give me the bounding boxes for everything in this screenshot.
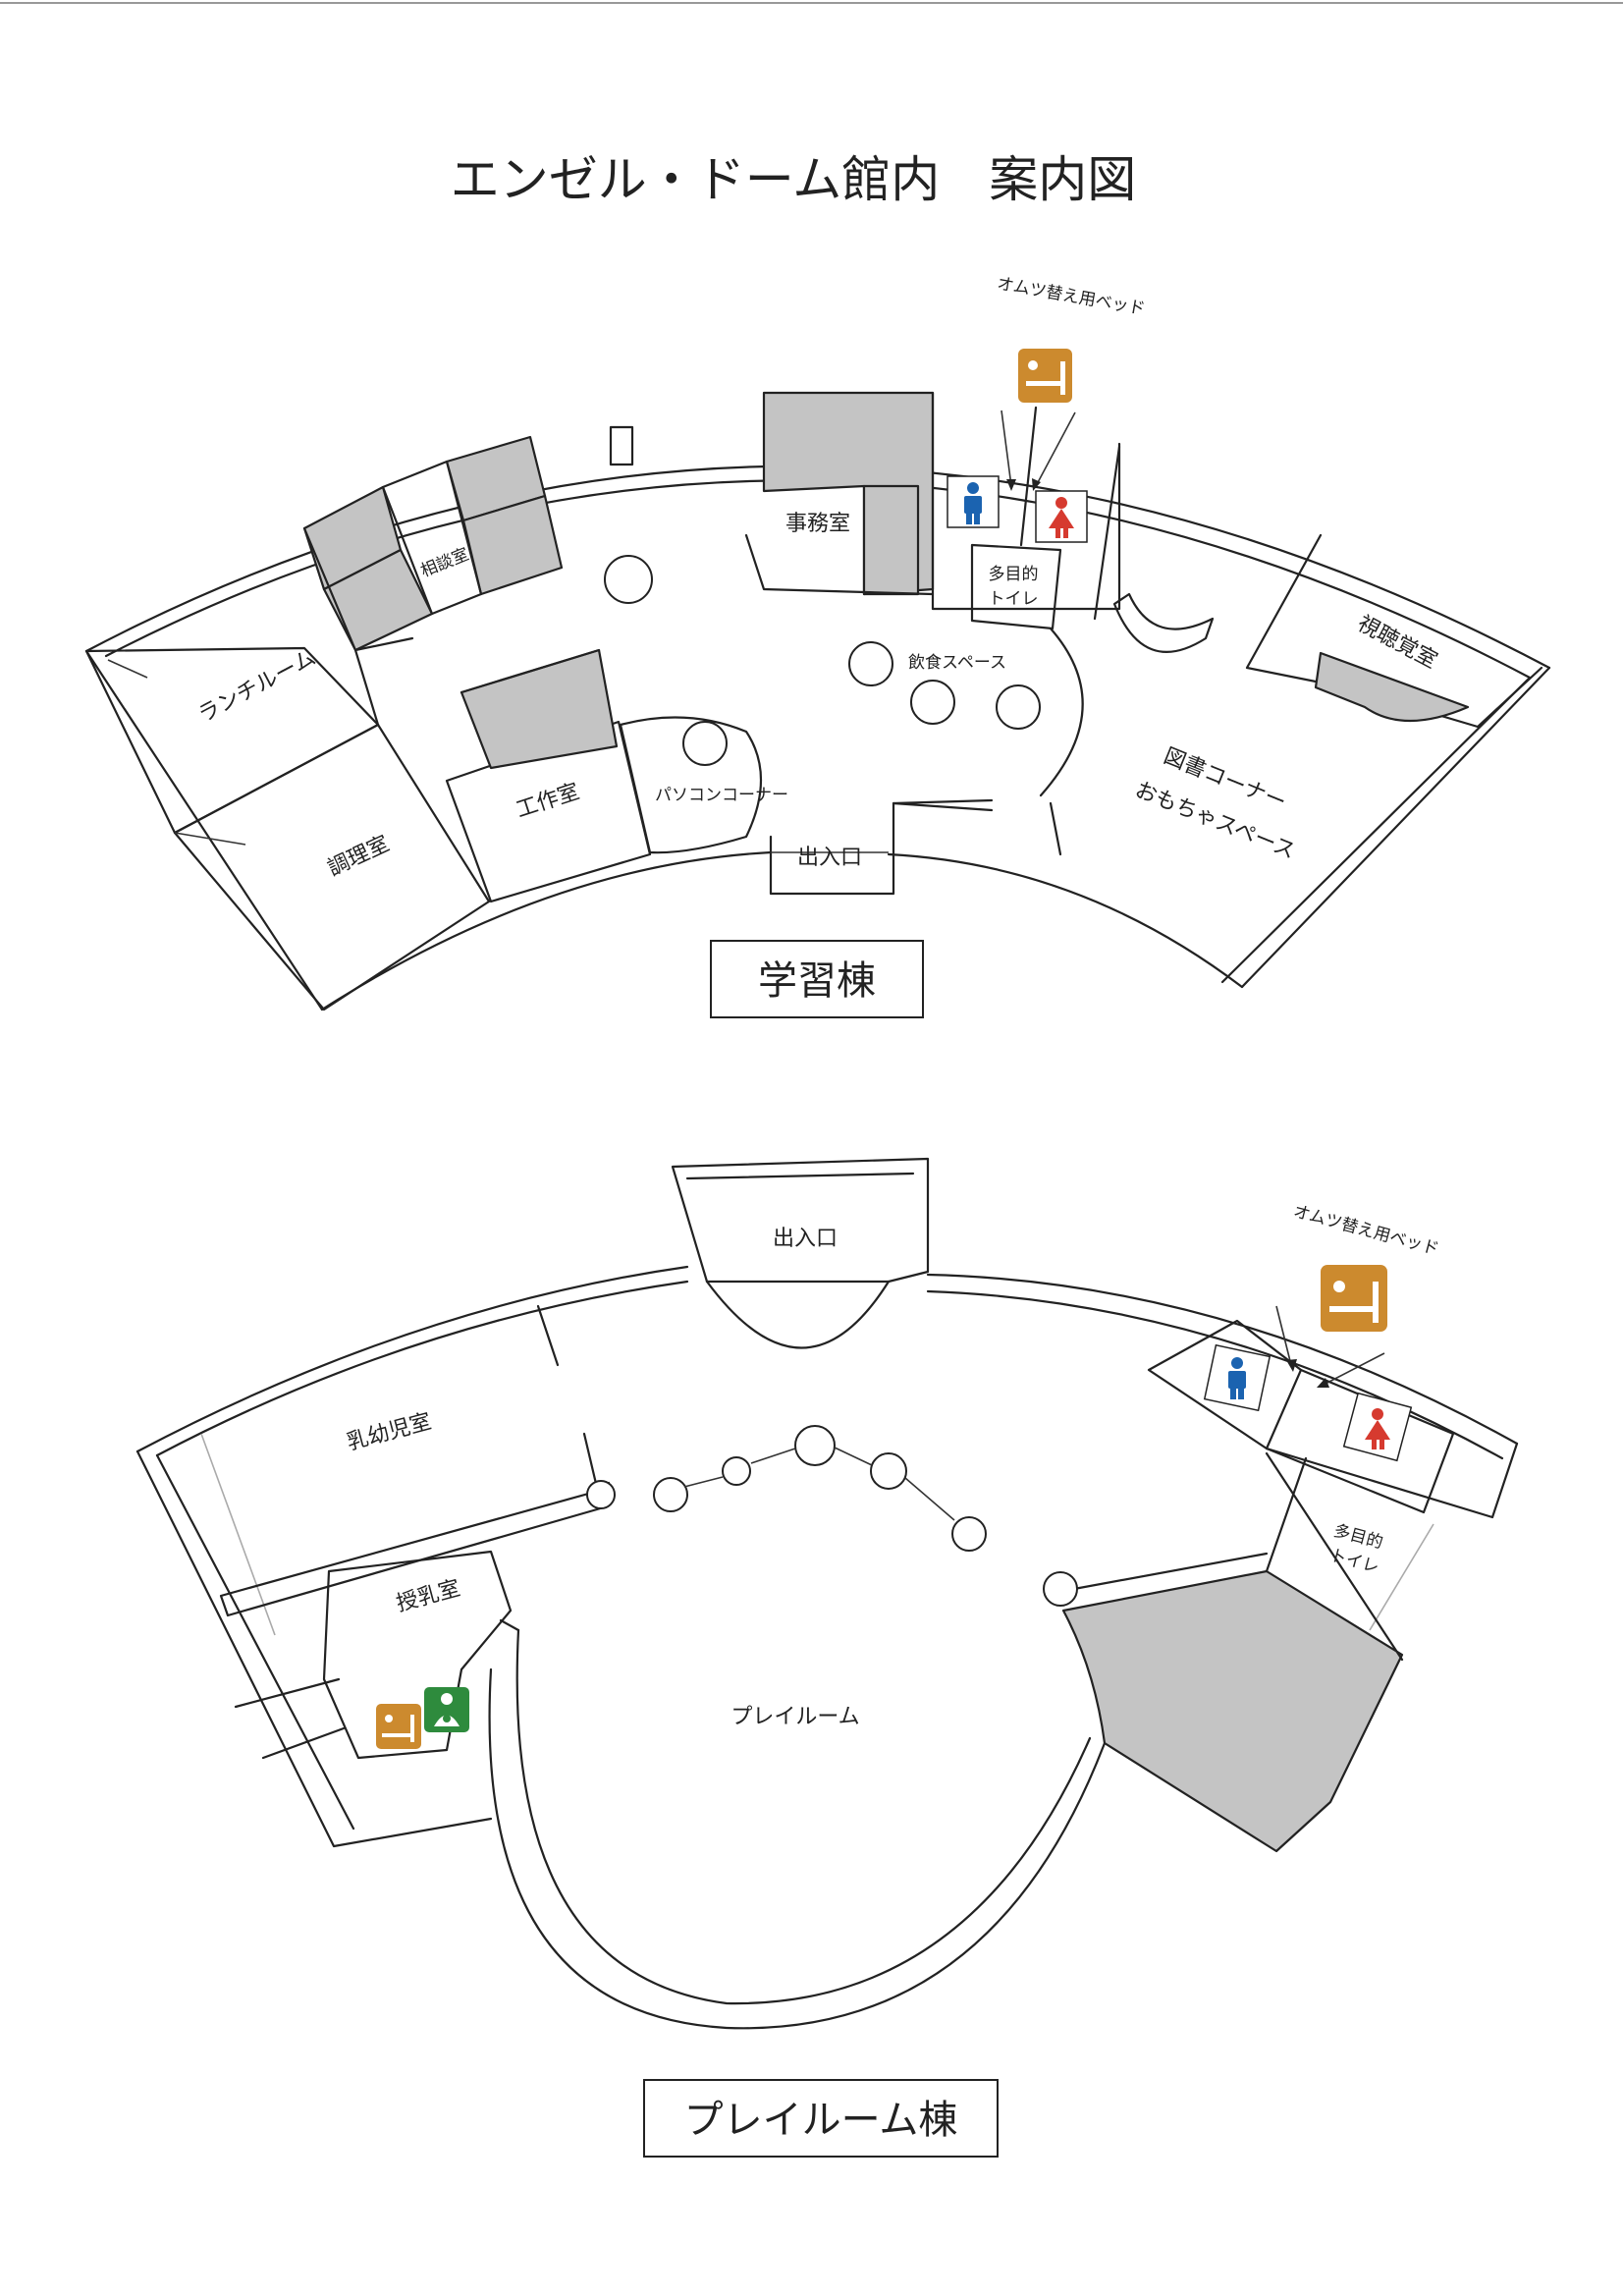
label-study-diaper-bed: オムツ替え用ベッド bbox=[996, 274, 1147, 319]
label-infant-room: 乳幼児室 bbox=[345, 1409, 434, 1455]
diaper-bed-icon bbox=[376, 1704, 421, 1749]
play-entrance bbox=[671, 1157, 930, 1284]
page-title: エンゼル・ドーム館内 案内図 bbox=[451, 151, 1137, 208]
play-wing-name: プレイルーム棟 bbox=[684, 2098, 958, 2143]
label-study-entrance: 出入口 bbox=[797, 846, 862, 870]
label-lunch-room: ランチルーム bbox=[194, 645, 320, 728]
study-inner-wall-right bbox=[887, 852, 1244, 989]
consult-room bbox=[381, 460, 483, 616]
label-play-diaper-bed: オムツ替え用ベッド bbox=[1291, 1202, 1440, 1260]
cooking-room bbox=[173, 723, 491, 1011]
label-craft-room: 工作室 bbox=[514, 780, 583, 823]
lunch-room bbox=[84, 646, 380, 835]
diaper-bed-icon bbox=[1321, 1265, 1387, 1332]
label-office: 事務室 bbox=[785, 512, 850, 536]
label-playroom: プレイルーム bbox=[730, 1705, 859, 1729]
female-toilet-icon bbox=[1035, 490, 1088, 543]
diaper-bed-icon bbox=[1018, 349, 1072, 403]
label-cooking-room: 調理室 bbox=[324, 832, 393, 882]
female-toilet-icon bbox=[1342, 1392, 1413, 1462]
play-wing-plan bbox=[135, 1157, 1519, 2030]
pc-corner bbox=[619, 716, 762, 854]
study-wing-name-box bbox=[710, 940, 924, 1018]
label-av-room: 視聴覚室 bbox=[1353, 612, 1440, 674]
study-toilet-block bbox=[931, 391, 1121, 611]
curved-counter bbox=[1112, 592, 1215, 653]
label-study-multi-toilet-2: トイレ bbox=[989, 589, 1039, 609]
play-gray-room bbox=[1061, 1569, 1404, 1853]
study-wing-plan bbox=[84, 391, 1551, 1011]
study-multi-toilet bbox=[970, 543, 1062, 630]
label-pc-corner: パソコンコーナー bbox=[655, 786, 788, 805]
label-consult-room: 相談室 bbox=[418, 545, 472, 582]
study-wing-name: 学習棟 bbox=[758, 958, 876, 1004]
study-entrance bbox=[769, 798, 994, 896]
label-play-entrance: 出入口 bbox=[773, 1227, 838, 1251]
label-nursing-room: 授乳室 bbox=[394, 1576, 462, 1616]
male-toilet-icon bbox=[947, 475, 1000, 528]
study-wing-icons bbox=[947, 349, 1088, 543]
label-dining-space: 飲食スペース bbox=[908, 653, 1006, 673]
study-inner-wall-left bbox=[320, 850, 773, 1011]
male-toilet-icon bbox=[1203, 1343, 1271, 1412]
play-wing-icons bbox=[376, 1265, 1413, 1749]
nursing-room-icon bbox=[424, 1687, 469, 1732]
playroom bbox=[488, 1667, 1107, 2030]
study-outer-wall-inner bbox=[104, 479, 1532, 680]
label-study-multi-toilet-1: 多目的 bbox=[989, 565, 1039, 584]
play-wing-name-box bbox=[643, 2079, 999, 2158]
